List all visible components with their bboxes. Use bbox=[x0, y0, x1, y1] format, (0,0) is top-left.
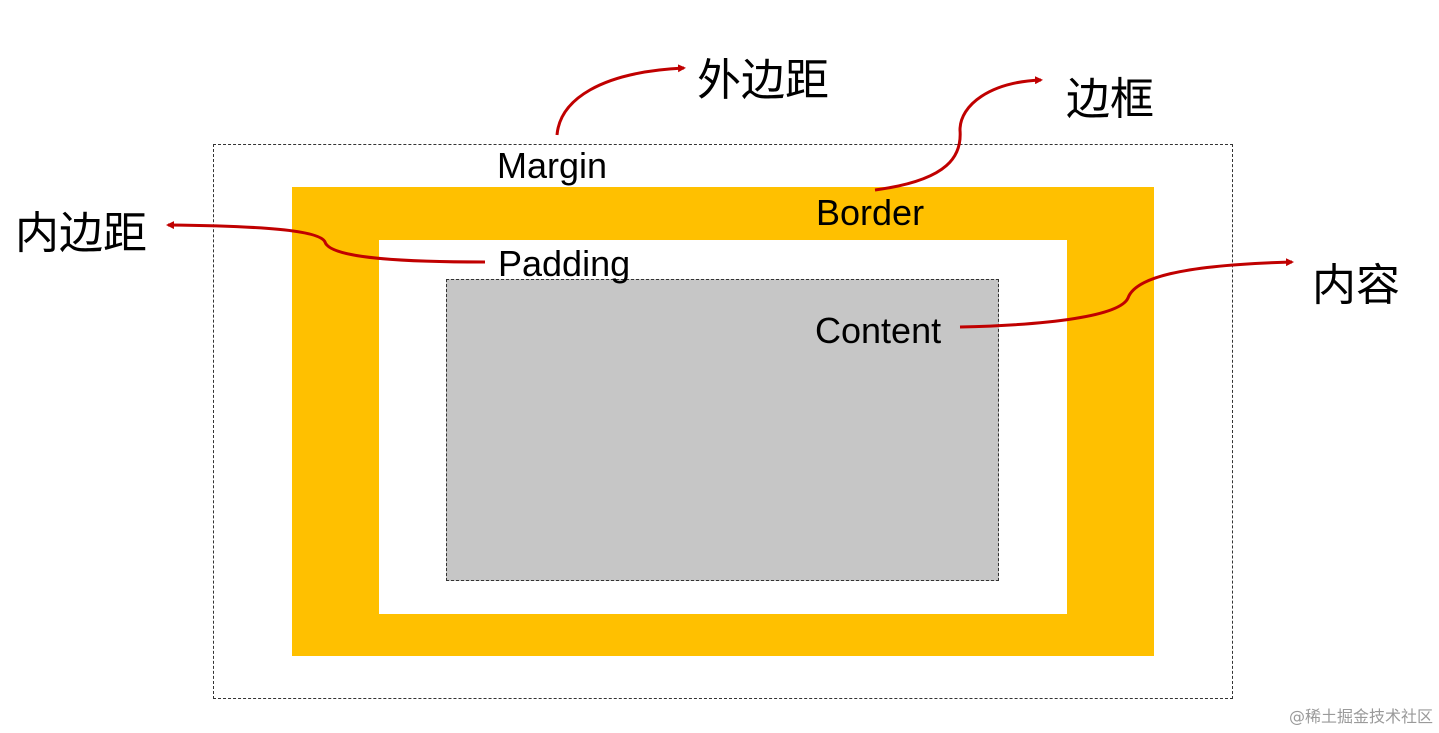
content-label: Content bbox=[815, 310, 942, 351]
margin-annotation: 外边距 bbox=[697, 55, 829, 106]
margin-arrow bbox=[555, 64, 686, 136]
content-area bbox=[446, 279, 999, 581]
padding-label: Padding bbox=[498, 243, 631, 284]
border-annotation: 边框 bbox=[1066, 74, 1154, 125]
content-arrow bbox=[959, 258, 1294, 329]
border-arrow bbox=[874, 76, 1043, 192]
content-annotation: 内容 bbox=[1312, 260, 1400, 311]
border-label: Border bbox=[816, 192, 925, 233]
padding-annotation: 内边距 bbox=[15, 208, 147, 259]
padding-arrow bbox=[166, 221, 486, 264]
margin-label: Margin bbox=[497, 145, 608, 186]
watermark: @稀土掘金技术社区 bbox=[1288, 707, 1433, 726]
margin-area bbox=[213, 144, 1233, 699]
